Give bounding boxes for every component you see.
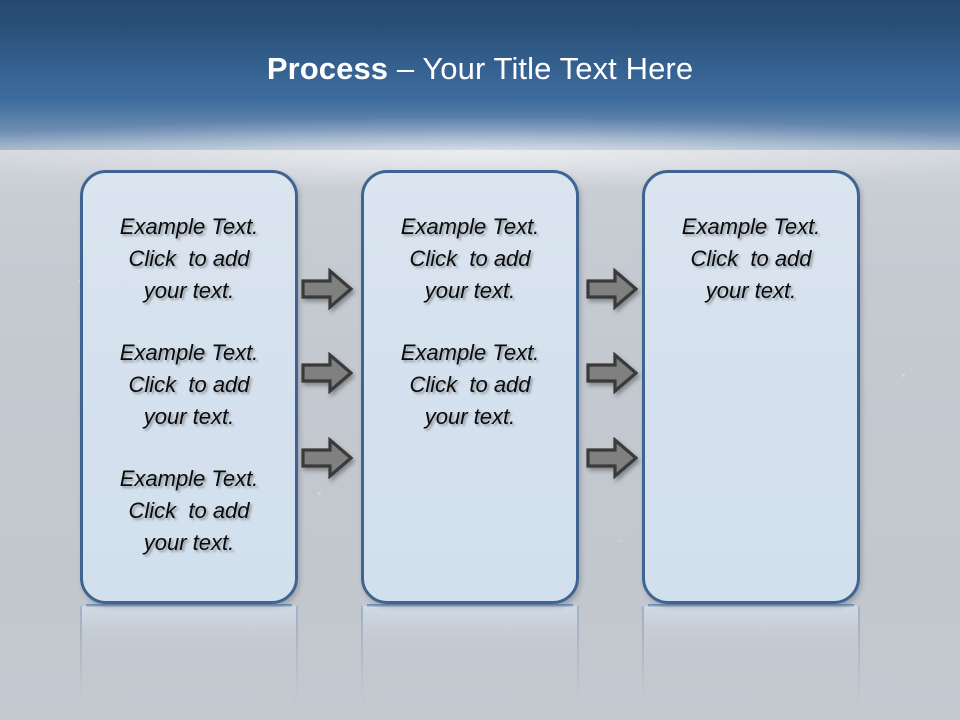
process-box-2-text: Example Text. Click to add your text. Ex… [372,211,568,433]
process-box-2[interactable]: Example Text. Click to add your text. Ex… [361,170,579,604]
page-title: Process – Your Title Text Here [0,50,960,88]
process-box-2-paragraph-2[interactable]: Example Text. Click to add your text. [400,340,540,429]
process-box-1[interactable]: Example Text. Click to add your text. Ex… [80,170,298,604]
process-box-1-paragraph-2[interactable]: Example Text. Click to add your text. [119,340,259,429]
page-title-rest: – Your Title Text Here [396,51,694,86]
right-arrow-icon[interactable] [586,437,638,479]
right-arrow-icon[interactable] [586,352,638,394]
process-box-3-paragraph-1[interactable]: Example Text. Click to add your text. [681,214,821,303]
right-arrow-icon[interactable] [301,352,353,394]
process-box-1-paragraph-3[interactable]: Example Text. Click to add your text. [119,466,259,555]
page-title-strong: Process [266,51,397,86]
process-box-1-paragraph-1[interactable]: Example Text. Click to add your text. [119,214,259,303]
process-box-3-text: Example Text. Click to add your text. [653,211,849,307]
right-arrow-icon[interactable] [301,268,353,310]
process-box-2-paragraph-1[interactable]: Example Text. Click to add your text. [400,214,540,303]
right-arrow-icon[interactable] [586,268,638,310]
process-box-1-text: Example Text. Click to add your text. Ex… [91,211,287,559]
process-box-3[interactable]: Example Text. Click to add your text. [642,170,860,604]
right-arrow-icon[interactable] [301,437,353,479]
